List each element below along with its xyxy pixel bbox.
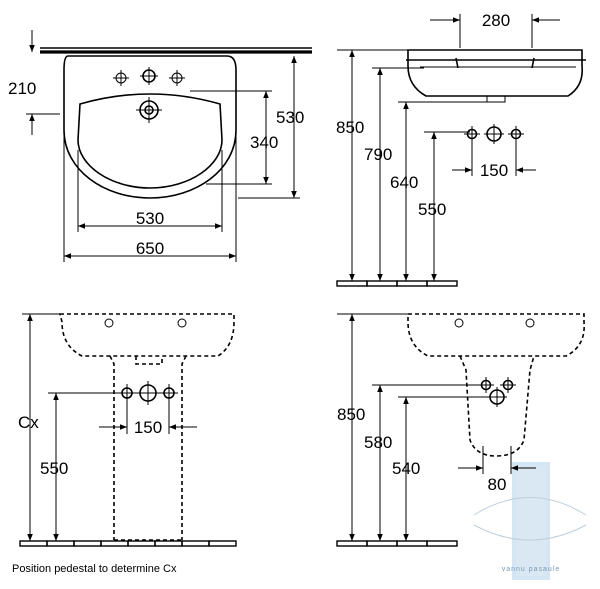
side-floor xyxy=(336,280,458,287)
top-tap-holes xyxy=(113,67,185,86)
side-pedestal-dim-540: 540 xyxy=(392,459,420,478)
side-pedestal-dim-80: 80 xyxy=(488,475,507,494)
top-dim-210: 210 xyxy=(8,79,36,98)
side-dim-550: 550 xyxy=(418,200,446,219)
front-floor xyxy=(19,540,237,547)
watermark-text: vannu pasaule xyxy=(502,566,561,573)
side-pedestal-basin xyxy=(407,313,585,357)
front-basin-outline xyxy=(58,313,235,357)
side-pedestal-holes xyxy=(478,377,516,407)
top-dim-340: 340 xyxy=(250,133,278,152)
side-pedestal-dim-580: 580 xyxy=(364,433,392,452)
top-basin-outline xyxy=(63,55,237,199)
side-dim-150: 150 xyxy=(480,161,508,180)
side-pedestal-floor xyxy=(336,540,458,547)
side-pedestal-body xyxy=(459,355,535,457)
side-pedestal-dim-850: 850 xyxy=(337,405,365,424)
side-pedestal-view: 80 850 580 540 xyxy=(336,313,585,547)
side-view: 280 850 790 640 550 xyxy=(336,11,586,287)
caption: Position pedestal to determine Cx xyxy=(12,563,177,575)
top-view: 210 340 530 530 650 xyxy=(8,30,312,262)
front-dim-cx: Cx xyxy=(18,413,39,432)
top-dim-650: 650 xyxy=(136,239,164,258)
side-basin-outline xyxy=(407,49,584,97)
front-view: 150 Cx 550 Position pedestal to determin… xyxy=(12,313,237,575)
front-dim-150: 150 xyxy=(134,418,162,437)
watermark: vannu pasaule xyxy=(473,462,587,580)
side-supply-holes xyxy=(464,124,524,144)
side-dim-640: 640 xyxy=(390,173,418,192)
top-dim-530-width: 530 xyxy=(136,209,164,228)
side-dim-790: 790 xyxy=(364,145,392,164)
top-dim-530-depth: 530 xyxy=(276,108,304,127)
side-dim-280: 280 xyxy=(482,11,510,30)
front-dim-550: 550 xyxy=(40,459,68,478)
side-outlet xyxy=(486,95,506,103)
top-bowl-inner xyxy=(77,93,223,189)
side-dim-850: 850 xyxy=(336,118,364,137)
top-drain xyxy=(136,97,162,123)
front-pedestal xyxy=(109,355,187,540)
